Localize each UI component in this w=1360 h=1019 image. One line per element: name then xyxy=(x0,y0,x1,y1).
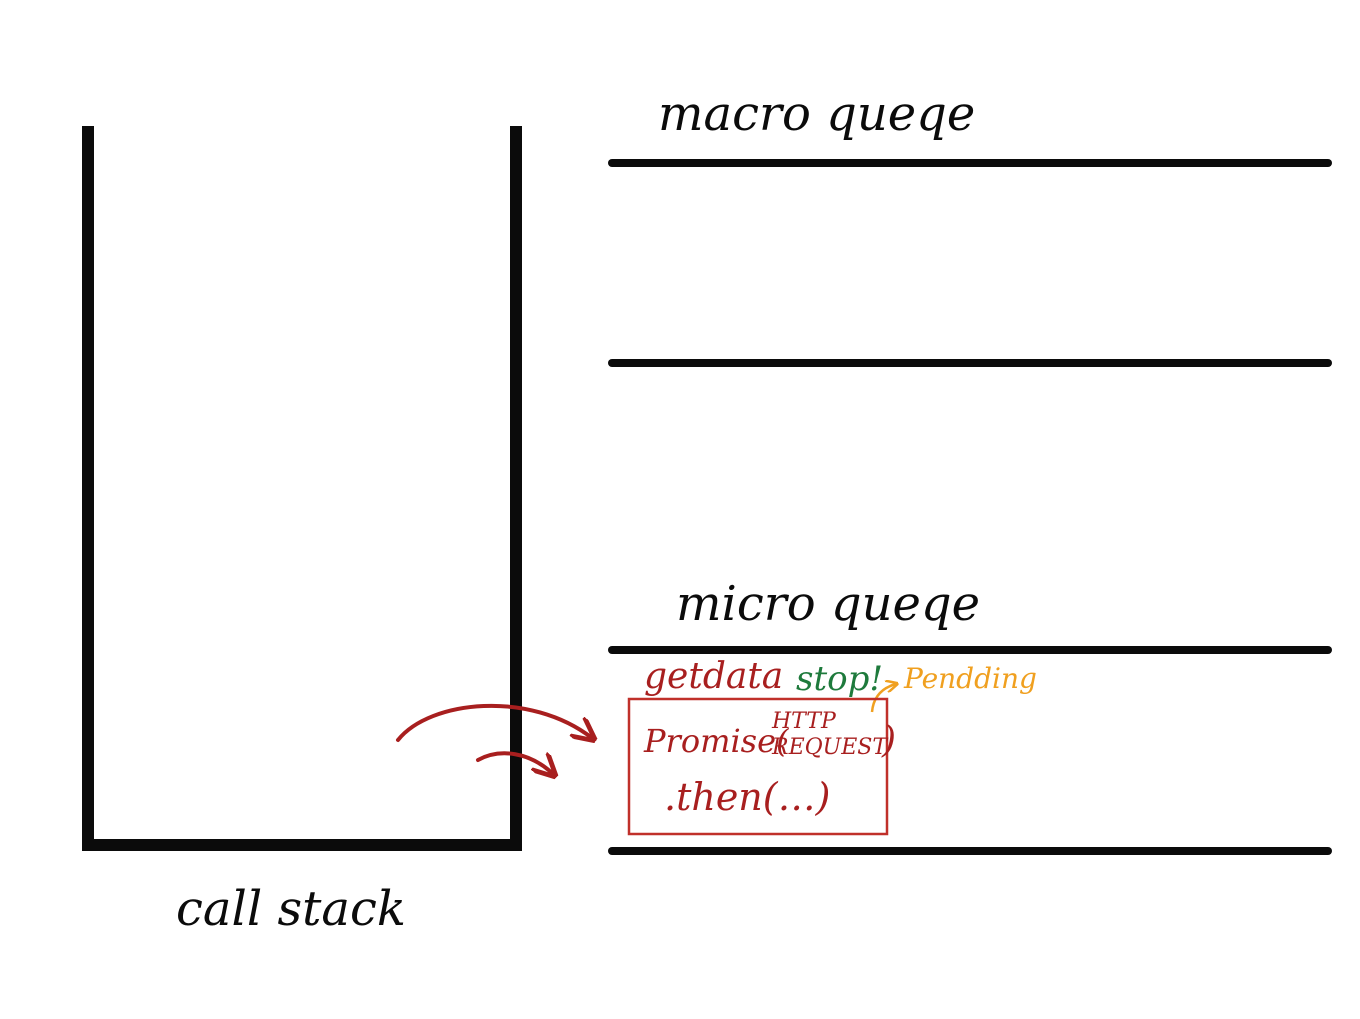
stop-label: stop! xyxy=(796,659,883,699)
micro-queue-label: micro queqe xyxy=(676,576,980,632)
pending-label: Pendding xyxy=(903,662,1037,695)
promise-box xyxy=(627,697,889,836)
call-stack-container xyxy=(82,126,522,851)
promise-text: Promise( xyxy=(643,722,790,760)
pending-arrow xyxy=(870,684,896,713)
getdata-label: getdata xyxy=(644,656,783,697)
macro-queue-label: macro queqe xyxy=(658,86,975,142)
http-text: HTTP xyxy=(771,709,837,734)
request-text: REQUEST xyxy=(771,735,889,760)
arrow-to-then xyxy=(476,751,553,774)
then-text: .then(…) xyxy=(664,775,830,819)
arrow-to-promise xyxy=(396,703,592,740)
call-stack-label: call stack xyxy=(176,881,406,937)
promise-close-paren: ) xyxy=(881,720,896,761)
